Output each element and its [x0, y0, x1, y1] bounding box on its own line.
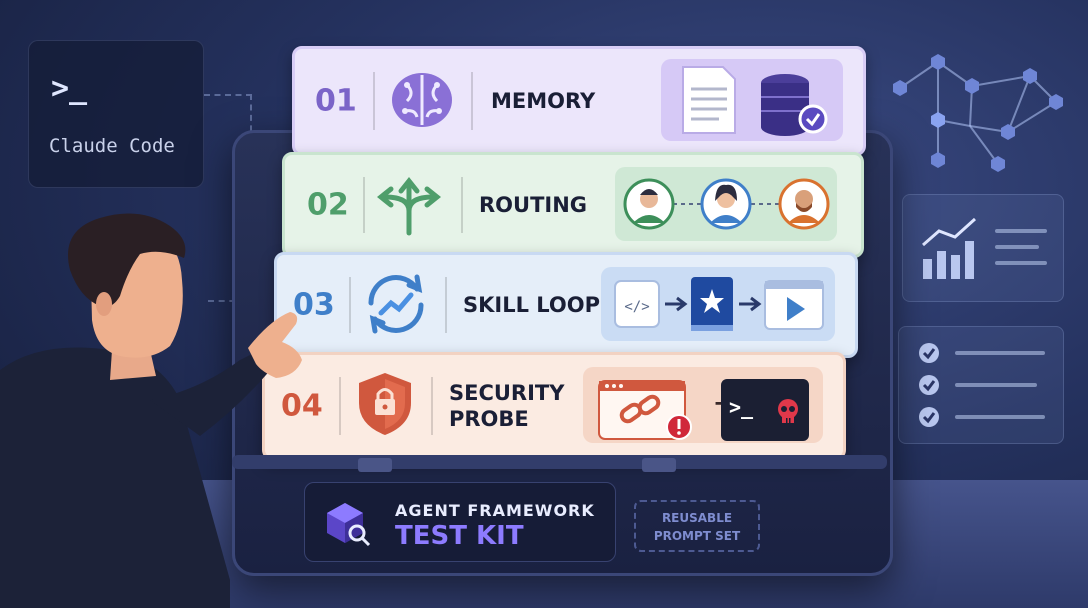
card-label-line2: PROBE: [449, 407, 529, 431]
network-graph-panel: [880, 40, 1070, 180]
cube-magnifier-icon: [327, 503, 371, 547]
terminal-label: Claude Code: [49, 135, 175, 157]
skill-loop-visual: </>: [601, 267, 835, 341]
tag-line1: REUSABLE: [661, 511, 733, 525]
reusable-prompt-set-tag: REUSABLE PROMPT SET: [634, 500, 760, 552]
chart-panel: [902, 194, 1064, 302]
card-number: 02: [307, 187, 349, 223]
checkmark-icon: [919, 343, 939, 427]
skull-icon: [778, 399, 798, 423]
network-graph-icon: [893, 54, 1063, 172]
card-label-line1: SECURITY: [449, 381, 565, 405]
routing-visual: [615, 167, 837, 241]
svg-text:</>: </>: [624, 299, 649, 315]
card-number: 01: [315, 83, 357, 119]
terminal-prompt-icon: >_: [729, 395, 754, 419]
kit-title-line1: AGENT FRAMEWORK: [395, 501, 595, 520]
case-lip: [232, 455, 887, 469]
people-chain-icon: [623, 178, 830, 230]
card-skill-loop[interactable]: 03 SKILL LOOP </>: [274, 252, 858, 358]
shield-lock-icon: [359, 373, 411, 435]
person-pointing-illustration: [0, 213, 302, 608]
case-clip: [358, 458, 392, 472]
brain-icon: [392, 73, 452, 127]
card-security-probe[interactable]: 04 SECURITY PROBE + >_: [262, 352, 846, 460]
checklist-panel: [898, 326, 1064, 444]
broken-link-browser-icon: [598, 380, 692, 440]
card-label: ROUTING: [479, 193, 588, 217]
card-label: SKILL LOOP: [463, 293, 601, 317]
malicious-terminal: >_: [721, 379, 809, 441]
case-clip: [642, 458, 676, 472]
card-label: MEMORY: [491, 89, 596, 113]
refresh-loop-icon: [368, 274, 424, 334]
card-memory[interactable]: 01 MEMORY: [292, 46, 866, 156]
code-book-play-icon: </>: [614, 277, 824, 331]
document-database-icon: [682, 66, 828, 136]
kit-title-line2: TEST KIT: [395, 521, 524, 551]
bar-chart-icon: [922, 217, 977, 279]
claude-code-terminal: >_ Claude Code: [28, 40, 204, 188]
tag-line2: PROMPT SET: [653, 529, 741, 543]
card-number: 04: [281, 388, 323, 424]
connector-line: [208, 226, 246, 302]
terminal-prompt-icon: >_: [51, 71, 88, 106]
branching-arrows-icon: [376, 176, 442, 236]
card-number: 03: [293, 287, 335, 323]
test-kit-label: AGENT FRAMEWORK TEST KIT: [304, 482, 616, 562]
card-routing[interactable]: 02 ROUTING: [282, 152, 864, 258]
memory-visual: [661, 59, 843, 141]
